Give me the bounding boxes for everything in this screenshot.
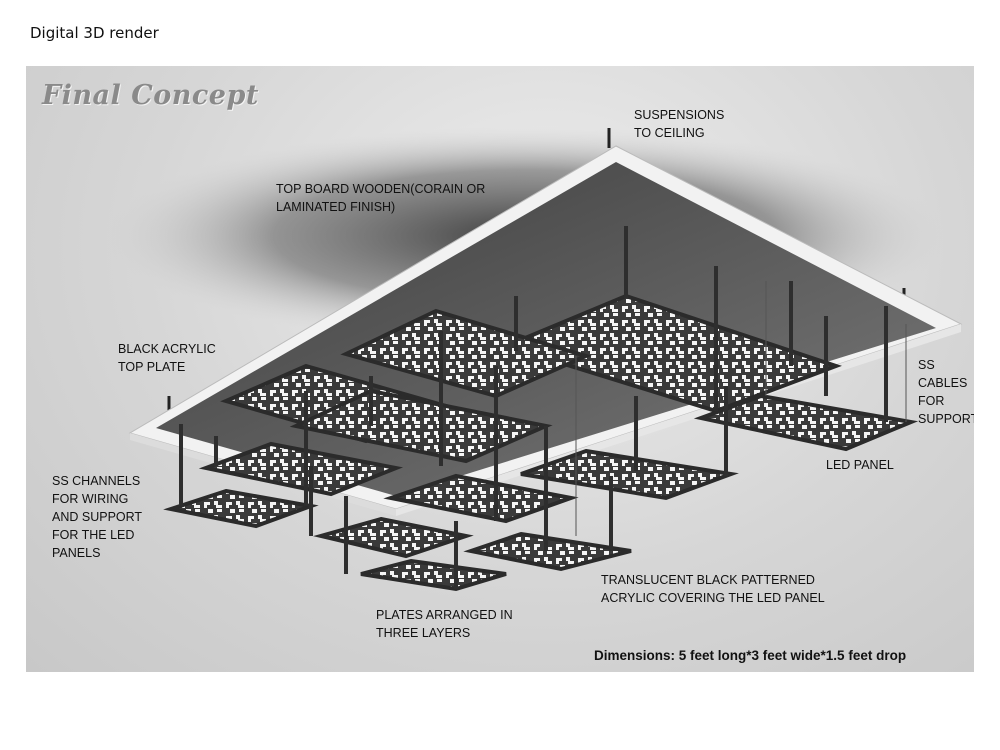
label-line: AND SUPPORT [52,510,143,524]
label-line: SS CHANNELS [52,474,141,488]
label-line: FOR WIRING [52,492,129,506]
label-ss-cables: SS CABLES FOR SUPPORT [918,356,974,428]
label-translucent-acrylic: TRANSLUCENT BLACK PATTERNED ACRYLIC COVE… [601,571,825,607]
figure-title: Final Concept [42,80,259,111]
led-panel [360,558,507,592]
label-acrylic-top-plate: BLACK ACRYLIC TOP PLATE [118,340,216,376]
label-line: SUSPENSIONS [634,108,725,122]
label-line: TOP PLATE [118,360,186,374]
label-line: PLATES ARRANGED IN [376,608,513,622]
label-suspensions: SUSPENSIONS TO CEILING [634,106,724,142]
led-panel [520,448,739,501]
label-line: ACRYLIC COVERING THE LED PANEL [601,591,825,605]
led-panel [289,388,553,464]
label-top-board: TOP BOARD WOODEN(CORAIN OR LAMINATED FIN… [276,180,485,216]
label-line: LAMINATED FINISH) [276,200,396,214]
led-panel [693,393,919,452]
label-line: BLACK ACRYLIC [118,342,216,356]
led-panel [463,531,632,572]
label-line: TOP BOARD WOODEN(CORAIN OR [276,182,486,196]
label-line: SUPPORT [918,412,974,426]
led-panel [163,488,319,529]
label-line: LED PANEL [826,458,894,472]
label-ss-channels: SS CHANNELS FOR WIRING AND SUPPORT FOR T… [52,472,142,562]
label-line: FOR THE LED [52,528,135,542]
label-line: PANELS [52,546,101,560]
led-panel [198,441,404,497]
ss-cables [575,281,907,536]
chandelier-render [106,126,963,592]
label-plates-layers: PLATES ARRANGED IN THREE LAYERS [376,606,513,642]
label-led-panel: LED PANEL [826,456,894,474]
label-line: TO CEILING [634,126,705,140]
label-line: FOR [918,394,945,408]
dimensions-note: Dimensions: 5 feet long*3 feet wide*1.5 … [594,648,907,663]
label-line: SS [918,358,935,372]
led-panel [313,516,474,559]
label-line: TRANSLUCENT BLACK PATTERNED [601,573,815,587]
led-panel [383,473,579,524]
render-panel: Final Concept SUSPENSIONS TO CEILING TOP… [26,66,974,672]
ss-channels [179,226,888,589]
label-line: THREE LAYERS [376,626,471,640]
label-line: CABLES [918,376,968,390]
page-heading: Digital 3D render [30,24,159,42]
